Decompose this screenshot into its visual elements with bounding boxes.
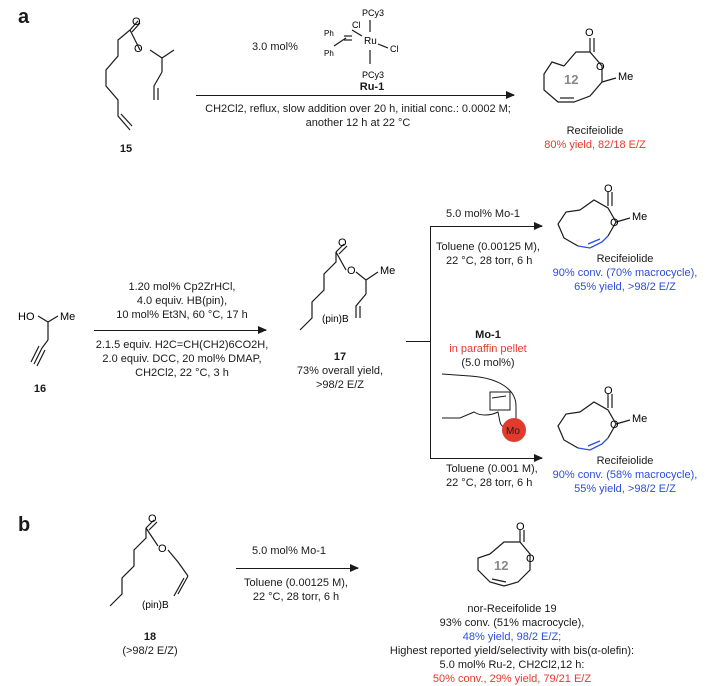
svg-text:O: O xyxy=(610,419,619,431)
svg-text:O: O xyxy=(516,521,525,533)
compound-17-label: 17 xyxy=(333,351,347,363)
pellet-metal: Mo xyxy=(506,426,520,437)
compound-16-structure: HO Me xyxy=(18,311,75,367)
panel-label-a: a xyxy=(18,6,30,28)
lower-result-2: 55% yield, >98/2 E/Z xyxy=(574,483,676,495)
compound-18-label: 18 xyxy=(143,631,157,643)
bottom-result-3: Highest reported yield/selectivity with … xyxy=(389,645,635,657)
upper-branch-arrow xyxy=(430,222,543,230)
ru1-loading: 3.0 mol% xyxy=(252,41,298,53)
compound-18-structure: O O (pin)B xyxy=(109,513,189,611)
svg-text:O: O xyxy=(338,237,347,249)
ru1-ph2: Ph xyxy=(324,49,334,58)
svg-text:HO: HO xyxy=(18,311,35,323)
step1-line3: 10 mol% Et3N, 60 °C, 17 h xyxy=(116,309,248,321)
svg-text:O: O xyxy=(132,16,141,28)
bottom-result-2: 48% yield, 98/2 E/Z; xyxy=(462,631,562,643)
step1-line2: 4.0 equiv. HB(pin), xyxy=(136,295,228,307)
bottom-result-4: 5.0 mol% Ru-2, CH2Cl2,12 h: xyxy=(439,659,585,671)
svg-text:O: O xyxy=(148,513,157,525)
bottom-conditions-1: Toluene (0.00125 M), xyxy=(244,577,348,589)
reaction-arrow-middle xyxy=(94,326,267,334)
pellet-loading: (5.0 mol%) xyxy=(461,357,515,369)
ru1-catalyst-structure: PCy3 PCy3 Ru Cl Cl Ph Ph xyxy=(324,8,399,80)
svg-text:O: O xyxy=(134,43,143,55)
upper-conditions-1: Toluene (0.00125 M), xyxy=(436,241,540,253)
svg-text:O: O xyxy=(585,27,594,39)
svg-text:Me: Me xyxy=(632,413,647,425)
lower-branch-arrow xyxy=(430,454,543,462)
compound-17-pinb: (pin)B xyxy=(322,314,349,325)
svg-text:O: O xyxy=(604,385,613,397)
top-conditions-line1: CH2Cl2, reflux, slow addition over 20 h,… xyxy=(205,103,511,115)
bottom-conditions-2: 22 °C, 28 torr, 6 h xyxy=(252,591,340,603)
compound-17-ratio: >98/2 E/Z xyxy=(315,379,365,391)
upper-loading: 5.0 mol% Mo-1 xyxy=(446,208,520,220)
bottom-result-1: 93% conv. (51% macrocycle), xyxy=(439,617,585,629)
step1-line1: 1.20 mol% Cp2ZrHCl, xyxy=(128,281,236,293)
step2-line3: CH2Cl2, 22 °C, 3 h xyxy=(135,367,229,379)
bottom-product-name: nor-Receifolide 19 xyxy=(467,603,557,615)
reaction-arrow-top xyxy=(196,91,515,99)
svg-text:Me: Me xyxy=(632,211,647,223)
step2-line1: 2.1.5 equiv. H2C=CH(CH2)6CO2H, xyxy=(95,339,269,351)
lower-conditions-1: Toluene (0.001 M), xyxy=(446,463,538,475)
compound-15-label: 15 xyxy=(119,143,133,155)
svg-text:Me: Me xyxy=(60,311,75,323)
svg-text:O: O xyxy=(596,61,605,73)
ru1-cl1: Cl xyxy=(352,20,361,30)
nor-receifolide-structure: O O 12 xyxy=(477,521,535,587)
top-product-result: 80% yield, 82/18 E/Z xyxy=(544,139,646,151)
branch-vertical xyxy=(430,226,431,458)
upper-result-2: 65% yield, >98/2 E/Z xyxy=(574,281,676,293)
bottom-loading: 5.0 mol% Mo-1 xyxy=(252,545,326,557)
upper-conditions-2: 22 °C, 28 torr, 6 h xyxy=(446,255,533,267)
bottom-ring-size: 12 xyxy=(494,558,508,573)
lower-result-1: 90% conv. (58% macrocycle), xyxy=(552,469,698,481)
ru1-ligand-bottom: PCy3 xyxy=(362,70,384,80)
ru1-cl2: Cl xyxy=(390,44,399,54)
upper-result-1: 90% conv. (70% macrocycle), xyxy=(552,267,698,279)
ru1-ph1: Ph xyxy=(324,29,334,38)
compound-17-structure: O O Me (pin)B xyxy=(299,237,395,331)
compound-17-yield: 73% overall yield, xyxy=(296,365,384,377)
top-product-name: Recifeiolide xyxy=(566,125,624,137)
svg-text:Me: Me xyxy=(380,265,395,277)
step2-line2: 2.0 equiv. DCC, 20 mol% DMAP, xyxy=(102,353,262,365)
top-ring-size: 12 xyxy=(564,72,578,87)
ru1-ligand-top: PCy3 xyxy=(362,8,384,18)
svg-text:O: O xyxy=(158,543,167,555)
lower-product-name: Recifeiolide xyxy=(596,455,654,467)
svg-text:Ru: Ru xyxy=(364,36,377,47)
recifeiolide-upper-structure: O O Me xyxy=(557,183,647,249)
lower-conditions-2: 22 °C, 28 torr, 6 h xyxy=(446,477,533,489)
compound-18-pinb: (pin)B xyxy=(142,600,169,611)
compound-16-label: 16 xyxy=(33,383,47,395)
pellet-hand-icon: Mo xyxy=(441,373,526,442)
reaction-arrow-bottom xyxy=(236,564,359,572)
ru1-name: Ru-1 xyxy=(359,81,385,93)
recifeiolide-top-structure: O O Me 12 xyxy=(543,27,633,103)
svg-text:O: O xyxy=(610,217,619,229)
panel-label-b: b xyxy=(18,514,31,536)
svg-text:O: O xyxy=(526,553,535,565)
pellet-title: Mo-1 xyxy=(475,329,501,341)
compound-18-ratio: (>98/2 E/Z) xyxy=(122,645,178,657)
compound-15-structure: O O xyxy=(105,16,175,131)
svg-text:O: O xyxy=(604,183,613,195)
bottom-result-5: 50% conv., 29% yield, 79/21 E/Z xyxy=(432,673,592,685)
recifeiolide-lower-structure: O O Me xyxy=(557,385,647,451)
pellet-note: in paraffin pellet xyxy=(449,343,527,355)
upper-product-name: Recifeiolide xyxy=(596,253,654,265)
svg-text:O: O xyxy=(347,265,356,277)
branch-stem xyxy=(406,341,430,342)
top-conditions-line2: another 12 h at 22 °C xyxy=(305,117,411,129)
svg-text:Me: Me xyxy=(618,71,633,83)
